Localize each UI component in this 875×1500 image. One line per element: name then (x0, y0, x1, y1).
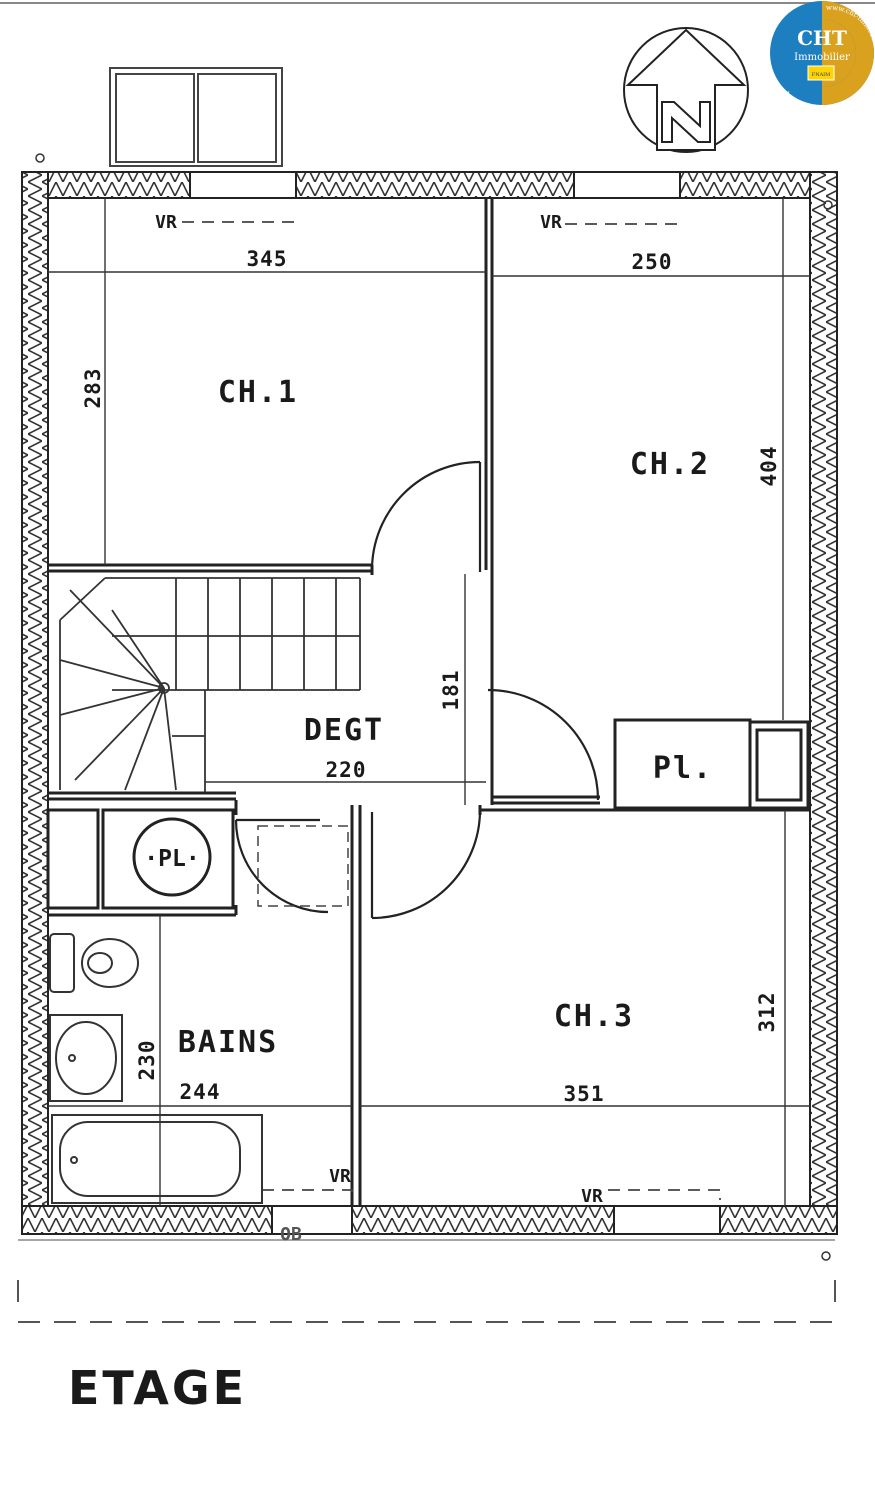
ob-marker: OB (280, 1224, 302, 1245)
cht-logo: CHT Immobilier FNAIM PLELAN LE GRAND www… (756, 1, 875, 105)
room-label-round-placard: ·PL· (144, 846, 199, 872)
dim-degt-height: 181 (439, 670, 463, 711)
round-placard (132, 817, 212, 897)
dim-ch2-width: 250 (632, 250, 673, 274)
vr-marker-ch3: VR (581, 1186, 603, 1207)
dim-ch1-height: 283 (81, 368, 105, 409)
dim-degt-width: 220 (326, 758, 367, 782)
door-swings (234, 460, 600, 920)
vr-marker-ch1: VR (155, 212, 177, 233)
dim-bains-width: 244 (180, 1080, 221, 1104)
bathtub-fixture (51, 1114, 263, 1204)
room-label-ch3: CH.3 (554, 999, 634, 1034)
exterior-walls (21, 171, 838, 1235)
interior-walls (46, 198, 810, 1206)
dim-ch3-height: 312 (755, 992, 779, 1033)
logo-brand: CHT (797, 26, 847, 50)
wc-fixture (49, 933, 139, 993)
room-label-bains: BAINS (178, 1025, 278, 1060)
dim-bains-height: 230 (135, 1040, 159, 1081)
dim-ch2-height: 404 (757, 446, 781, 487)
logo-subtitle: Immobilier (794, 52, 850, 63)
room-label-placard: Pl. (653, 751, 713, 786)
logo-badge: FNAIM (812, 72, 831, 78)
north-compass-icon (623, 27, 749, 153)
room-label-degt: DEGT (304, 713, 384, 748)
vr-marker-bains: VR (329, 1166, 351, 1187)
dim-ch1-width: 345 (247, 247, 288, 271)
dim-ch3-width: 351 (564, 1082, 605, 1106)
level-title: ETAGE (68, 1361, 247, 1415)
balcony-frame (109, 67, 283, 167)
vr-marker-ch2: VR (540, 212, 562, 233)
room-label-ch2: CH.2 (630, 447, 710, 482)
terrace-outline (17, 1280, 836, 1323)
dimension-lines (48, 198, 810, 1206)
room-label-ch1: CH.1 (218, 375, 298, 410)
staircase (59, 577, 361, 792)
sink-fixture (49, 1014, 123, 1102)
